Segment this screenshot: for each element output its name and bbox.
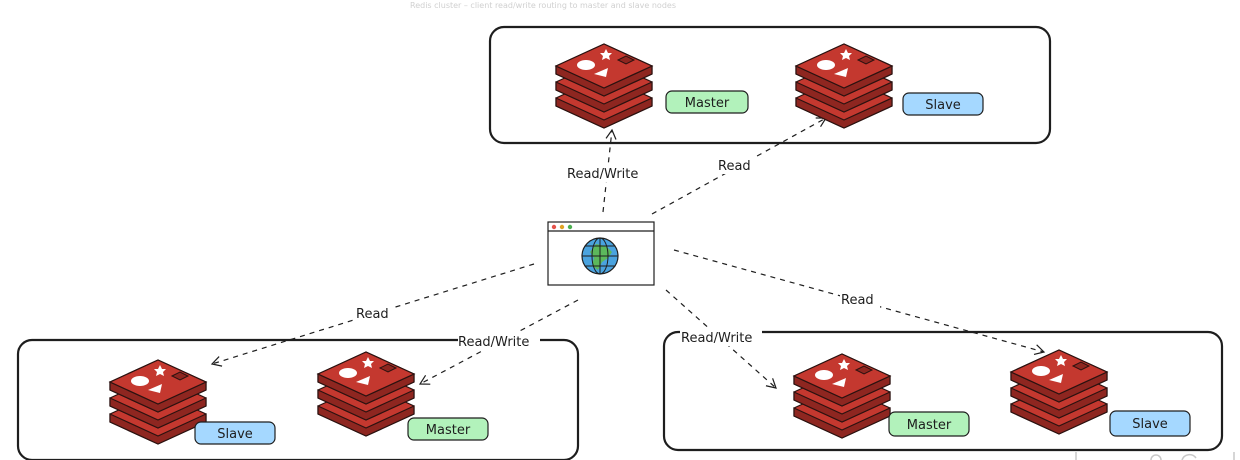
role-badge: Master bbox=[685, 96, 730, 111]
label-top-master: Read/Write bbox=[567, 167, 638, 182]
node-bottom-right-master[interactable]: Master bbox=[793, 353, 970, 439]
label-bottom-right-slave: Read bbox=[841, 293, 874, 308]
group-bottom-right-container bbox=[662, 330, 1224, 452]
client-browser[interactable] bbox=[547, 221, 655, 286]
node-bottom-right-slave[interactable]: Slave bbox=[1010, 349, 1191, 437]
group-bottom-left-container bbox=[16, 338, 580, 460]
node-bottom-left-master[interactable]: Master bbox=[317, 351, 489, 441]
label-bottom-left-slave: Read bbox=[356, 307, 389, 322]
window-maximize-dot-icon bbox=[567, 224, 573, 230]
label-top-slave: Read bbox=[718, 159, 751, 174]
connection-bottom-left-slave bbox=[210, 263, 535, 367]
node-bottom-left-slave[interactable]: Slave bbox=[109, 359, 276, 445]
redis-icon bbox=[555, 43, 653, 129]
partial-toolbar-icons bbox=[1075, 452, 1235, 460]
label-bottom-left-master: Read/Write bbox=[458, 335, 529, 350]
redis-icon bbox=[795, 43, 893, 129]
group-top-container bbox=[488, 25, 1052, 145]
redis-icon bbox=[109, 359, 207, 445]
window-minimize-dot-icon bbox=[559, 224, 565, 230]
node-top-master[interactable]: Master bbox=[555, 43, 749, 129]
role-badge: Master bbox=[426, 423, 471, 438]
connection-top-slave bbox=[651, 117, 828, 215]
role-badge: Slave bbox=[925, 98, 961, 113]
connection-labels: Read/Write Read Read Read/Write Read/Wri… bbox=[355, 156, 880, 350]
redis-icon bbox=[1010, 349, 1108, 435]
node-top-slave[interactable]: Slave bbox=[795, 43, 984, 129]
role-badge: Slave bbox=[217, 427, 253, 442]
window-close-dot-icon bbox=[551, 224, 557, 230]
faint-caption: Redis cluster – client read/write routin… bbox=[410, 1, 676, 10]
role-badge: Master bbox=[907, 418, 952, 433]
redis-icon bbox=[793, 353, 891, 439]
label-bottom-right-master: Read/Write bbox=[681, 331, 752, 346]
globe-icon bbox=[581, 237, 619, 275]
redis-icon bbox=[317, 351, 415, 437]
role-badge: Slave bbox=[1132, 417, 1168, 432]
